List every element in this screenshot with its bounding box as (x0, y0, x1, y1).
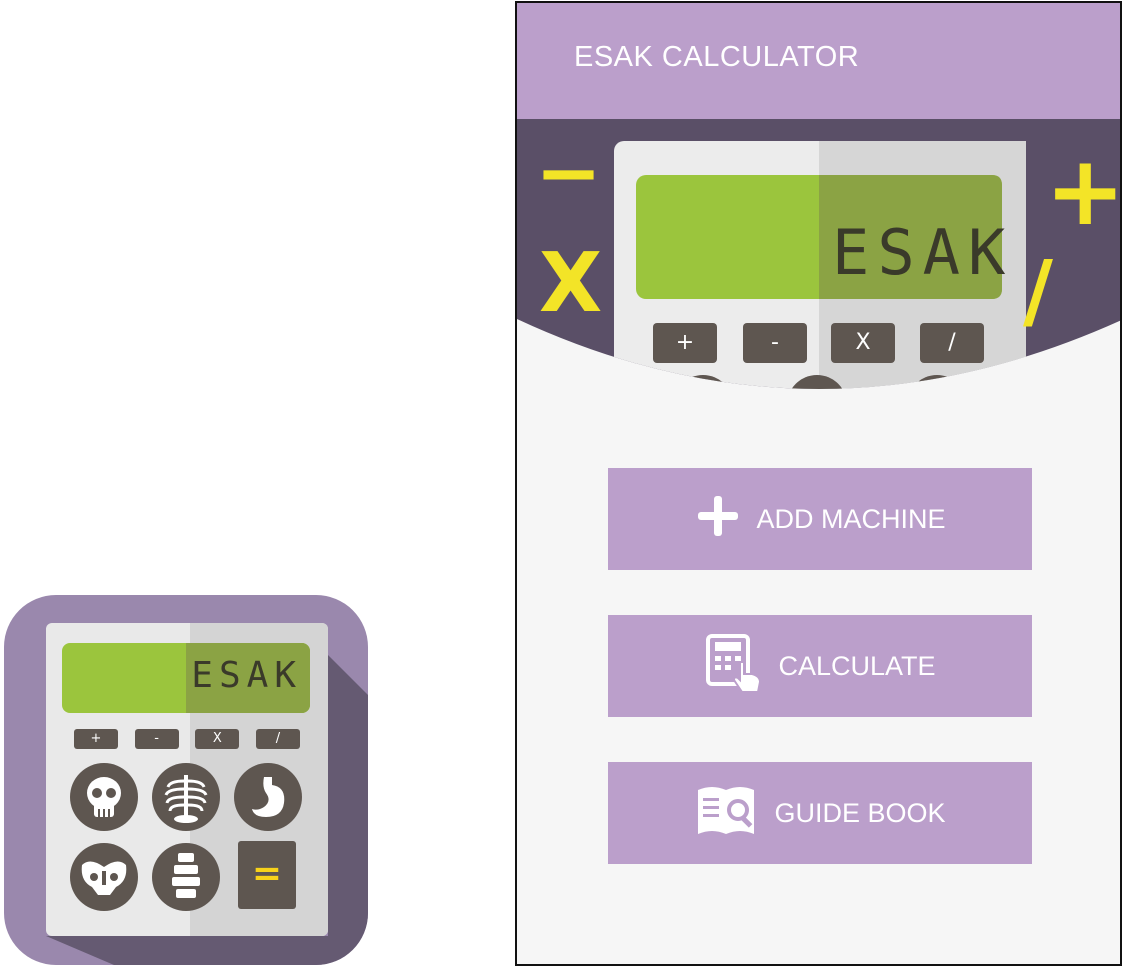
guide-book-label: GUIDE BOOK (774, 797, 946, 828)
icon-calculator-body: ESAK + - X / (46, 623, 328, 936)
deco-minus-sign: − (535, 126, 603, 219)
deco-divide-sign: / (1023, 244, 1053, 339)
hero-op-times: X (831, 323, 895, 363)
app-bar: ESAK CALCULATOR (517, 3, 1120, 119)
icon-equals-key: = (238, 841, 296, 909)
phone-screen: ESAK CALCULATOR ESAK + - (515, 1, 1122, 966)
skull-icon (70, 763, 138, 831)
app-icon: ESAK + - X / (4, 595, 368, 965)
hero-op-minus: - (743, 323, 807, 363)
hero-banner: ESAK + - X / − + X / (517, 119, 1120, 409)
hero-op-plus: + (653, 323, 717, 363)
hero-op-divide: / (920, 323, 984, 363)
deco-times-sign: X (539, 236, 603, 331)
icon-screen-text: ESAK (191, 655, 302, 696)
icon-op-times: X (195, 729, 240, 749)
add-machine-label: ADD MACHINE (756, 503, 946, 534)
calculator-touch-icon (704, 632, 764, 701)
icon-calculator-screen: ESAK (62, 643, 310, 713)
hero-screen-text: ESAK (832, 216, 1014, 289)
icon-operator-row: + - X / (74, 729, 300, 749)
icon-op-minus: - (134, 729, 179, 749)
hero-illustration (517, 119, 1120, 389)
guide-book-button[interactable]: GUIDE BOOK (608, 762, 1032, 864)
ribcage-icon (152, 763, 220, 831)
deco-plus-sign: + (1045, 135, 1122, 247)
add-machine-button[interactable]: ADD MACHINE (608, 468, 1032, 570)
pelvis-icon (70, 843, 138, 911)
app-title: ESAK CALCULATOR (574, 41, 860, 73)
icon-op-plus: + (74, 729, 118, 749)
stomach-icon (234, 763, 302, 831)
icon-long-shadow (46, 655, 368, 965)
plus-icon (694, 492, 742, 547)
calculate-button[interactable]: CALCULATE (608, 615, 1032, 717)
spine-icon (152, 843, 220, 911)
book-search-icon (694, 780, 760, 847)
icon-op-divide: / (255, 729, 300, 749)
calculate-label: CALCULATE (778, 650, 936, 681)
